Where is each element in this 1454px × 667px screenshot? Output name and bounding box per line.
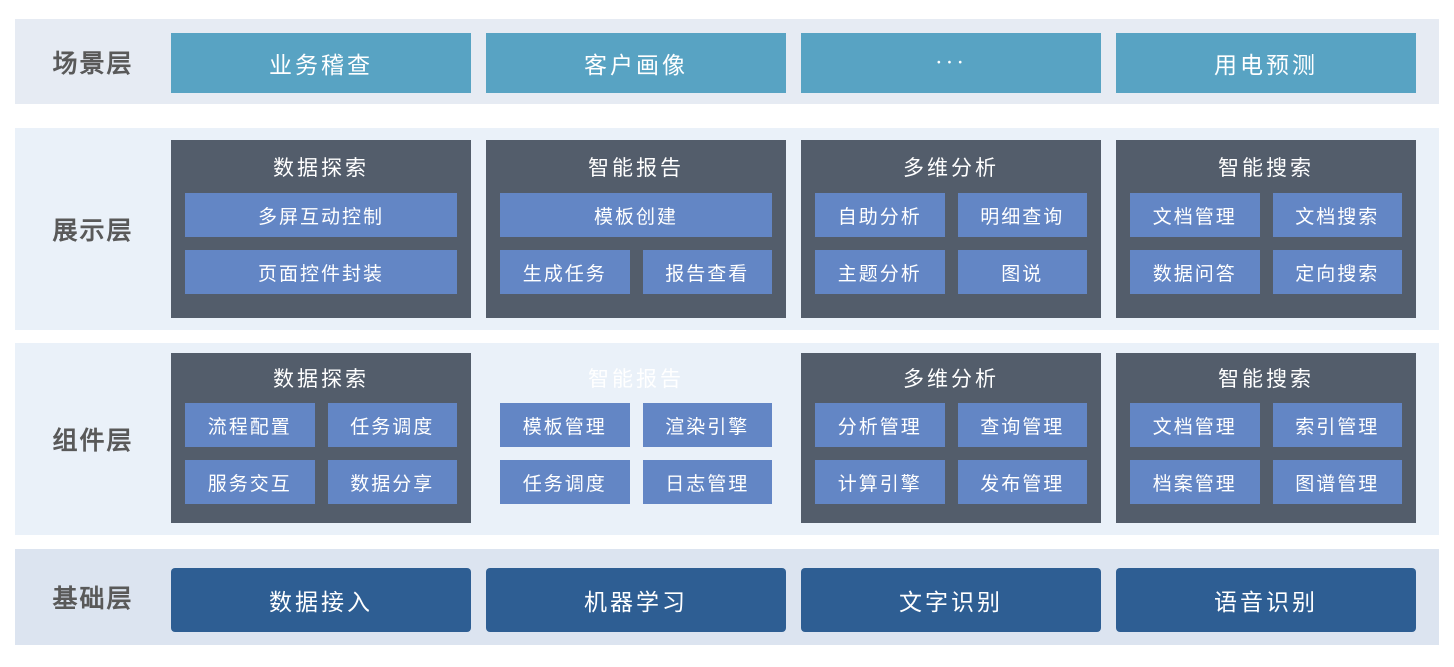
group-title: 智能搜索	[1218, 367, 1314, 391]
layer-label-base: 基础层	[52, 585, 134, 613]
module-item: 主题分析	[815, 250, 945, 294]
group-items: 模板创建 生成任务 报告查看	[500, 193, 772, 294]
display-group-multidim-analysis: 多维分析 自助分析 明细查询 主题分析 图说	[801, 140, 1101, 318]
group-title: 数据探索	[273, 155, 369, 180]
component-group-smart-search: 智能搜索 文档管理 索引管理 档案管理 图谱管理	[1116, 353, 1416, 523]
component-group-data-exploration: 数据探索 流程配置 任务调度 服务交互 数据分享	[171, 353, 471, 523]
scene-block-ellipsis: ···	[801, 33, 1101, 93]
module-item: 报告查看	[642, 250, 772, 294]
module-item: 任务调度	[327, 403, 457, 447]
group-items: 流程配置 任务调度 服务交互 数据分享	[185, 403, 457, 504]
scene-block-business-audit: 业务稽查	[171, 33, 471, 93]
layer-label-display: 展示层	[52, 217, 134, 245]
group-items: 模板管理 渲染引擎 任务调度 日志管理	[500, 403, 772, 504]
module-item: 计算引擎	[815, 460, 945, 504]
module-item: 文档管理	[1130, 193, 1260, 237]
module-item: 日志管理	[642, 460, 772, 504]
module-item: 数据问答	[1130, 250, 1260, 294]
group-title: 多维分析	[903, 367, 999, 391]
component-group-smart-report: 智能报告 模板管理 渲染引擎 任务调度 日志管理	[486, 353, 786, 523]
module-item: 生成任务	[500, 250, 630, 294]
module-item: 数据分享	[327, 460, 457, 504]
module-item: 流程配置	[185, 403, 315, 447]
display-group-smart-search: 智能搜索 文档管理 文档搜索 数据问答 定向搜索	[1116, 140, 1416, 318]
module-item: 页面控件封装	[185, 250, 457, 294]
module-item: 索引管理	[1272, 403, 1402, 447]
group-items: 多屏互动控制 页面控件封装	[185, 193, 457, 294]
module-item: 多屏互动控制	[185, 193, 457, 237]
display-group-smart-report: 智能报告 模板创建 生成任务 报告查看	[486, 140, 786, 318]
group-title: 智能报告	[588, 155, 684, 180]
module-item: 发布管理	[957, 460, 1087, 504]
component-layer-band: 组件层 数据探索 流程配置 任务调度 服务交互 数据分享 智能报告 模板管理 渲…	[15, 343, 1439, 535]
group-items: 自助分析 明细查询 主题分析 图说	[815, 193, 1087, 294]
scene-layer-band: 场景层 业务稽查 客户画像 ··· 用电预测	[15, 19, 1439, 104]
module-item: 定向搜索	[1272, 250, 1402, 294]
base-layer-band: 基础层 数据接入 机器学习 文字识别 语音识别	[15, 549, 1439, 645]
module-item: 明细查询	[957, 193, 1087, 237]
group-items: 文档管理 文档搜索 数据问答 定向搜索	[1130, 193, 1402, 294]
module-item: 任务调度	[500, 460, 630, 504]
group-items: 文档管理 索引管理 档案管理 图谱管理	[1130, 403, 1402, 504]
component-group-multidim-analysis: 多维分析 分析管理 查询管理 计算引擎 发布管理	[801, 353, 1101, 523]
module-item: 图谱管理	[1272, 460, 1402, 504]
module-item: 分析管理	[815, 403, 945, 447]
module-item: 渲染引擎	[642, 403, 772, 447]
module-item: 图说	[957, 250, 1087, 294]
display-layer-band: 展示层 数据探索 多屏互动控制 页面控件封装 智能报告 模板创建 生成任务 报告…	[15, 128, 1439, 330]
display-group-data-exploration: 数据探索 多屏互动控制 页面控件封装	[171, 140, 471, 318]
module-item: 服务交互	[185, 460, 315, 504]
layer-label-scene: 场景层	[52, 49, 134, 78]
module-item: 查询管理	[957, 403, 1087, 447]
module-item: 自助分析	[815, 193, 945, 237]
module-item: 文档搜索	[1272, 193, 1402, 237]
scene-block-customer-profile: 客户画像	[486, 33, 786, 93]
base-block-data-access: 数据接入	[171, 568, 471, 632]
group-title: 智能搜索	[1218, 155, 1314, 180]
module-item: 档案管理	[1130, 460, 1260, 504]
group-items: 分析管理 查询管理 计算引擎 发布管理	[815, 403, 1087, 504]
group-title: 数据探索	[273, 367, 369, 391]
base-block-speech-recognition: 语音识别	[1116, 568, 1416, 632]
base-block-machine-learning: 机器学习	[486, 568, 786, 632]
group-title: 多维分析	[903, 155, 999, 180]
module-item: 模板管理	[500, 403, 630, 447]
module-item: 文档管理	[1130, 403, 1260, 447]
layer-label-component: 组件层	[52, 427, 134, 455]
group-title: 智能报告	[588, 367, 684, 391]
base-block-ocr: 文字识别	[801, 568, 1101, 632]
scene-block-power-forecast: 用电预测	[1116, 33, 1416, 93]
module-item: 模板创建	[500, 193, 772, 237]
